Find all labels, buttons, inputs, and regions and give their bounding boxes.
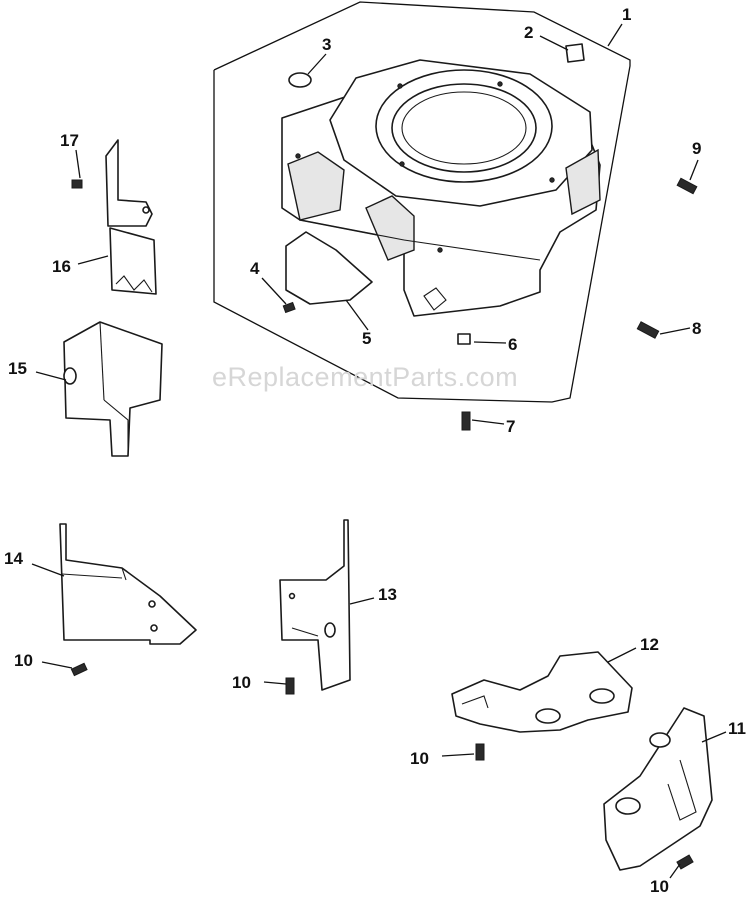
callout-3: 3	[322, 35, 332, 54]
callout-10c: 10	[410, 749, 429, 768]
callout-7: 7	[506, 417, 516, 436]
screw-10d	[676, 854, 694, 870]
bracket-part-13	[279, 519, 351, 691]
base-plate-part-12	[451, 651, 633, 733]
callout-5: 5	[362, 329, 372, 348]
callout-15: 15	[8, 359, 27, 378]
screw-10a	[70, 662, 88, 677]
bolt-9	[676, 177, 698, 195]
callout-10d: 10	[650, 877, 669, 896]
callout-1: 1	[622, 5, 632, 24]
callout-9: 9	[692, 139, 702, 158]
bolt-7	[461, 411, 471, 431]
screw-10b	[285, 677, 295, 695]
callout-10b: 10	[232, 673, 251, 692]
callout-16: 16	[52, 257, 71, 276]
nut-6	[457, 333, 471, 345]
callout-13: 13	[378, 585, 397, 604]
plug-part	[288, 72, 312, 88]
callout-8: 8	[692, 319, 702, 338]
screw-4	[282, 301, 296, 314]
shield-part-14	[59, 523, 197, 645]
bolt-8	[636, 321, 660, 339]
callout-2: 2	[524, 23, 534, 42]
leader-lines	[31, 23, 727, 879]
clip-part	[565, 43, 585, 63]
screw-17	[71, 179, 83, 189]
cover-part-15	[63, 321, 163, 457]
callout-6: 6	[508, 335, 518, 354]
callout-12: 12	[640, 635, 659, 654]
bracket-part-16	[105, 139, 157, 295]
callout-17: 17	[60, 131, 79, 150]
callout-10a: 10	[14, 651, 33, 670]
callout-4: 4	[250, 259, 260, 278]
assembly-frame	[213, 1, 631, 403]
watermark: eReplacementParts.com	[212, 362, 519, 392]
lower-shield-part-11	[603, 707, 713, 871]
deflector-part	[285, 231, 373, 305]
screw-10c	[475, 743, 485, 761]
callout-14: 14	[4, 549, 23, 568]
blower-housing	[281, 59, 601, 317]
callout-11: 11	[728, 719, 746, 738]
